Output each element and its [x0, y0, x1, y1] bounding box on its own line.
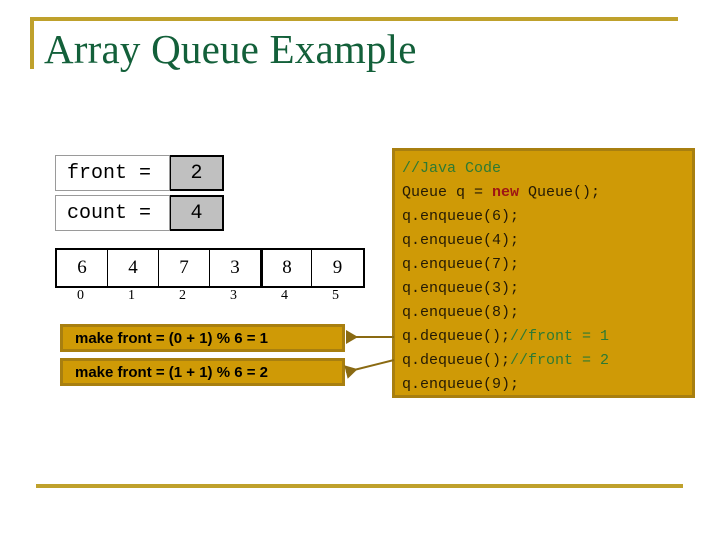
make-front-callout-1: make front = (0 + 1) % 6 = 1 — [60, 324, 345, 352]
array-cell: 9 — [312, 250, 363, 286]
array-index-label: 5 — [332, 288, 339, 303]
count-variable-value: 4 — [170, 195, 224, 231]
title-left-accent-rule — [30, 17, 34, 69]
array-index-label: 1 — [128, 288, 135, 303]
code-token-plain: q.dequeue(); — [402, 352, 511, 369]
front-variable-label: front = — [55, 155, 170, 191]
code-token-plain: q.enqueue(9); — [402, 376, 520, 393]
code-token-plain: q.enqueue(8); — [402, 304, 520, 321]
code-token-plain: Queue(); — [519, 184, 601, 201]
code-token-plain: q.dequeue(); — [402, 328, 511, 345]
code-token-plain: q.enqueue(4); — [402, 232, 520, 249]
code-line: q.dequeue();//front = 1 — [402, 325, 692, 349]
array-cell: 6 — [57, 250, 108, 286]
code-token-comment: //front = 1 — [510, 328, 610, 345]
code-token-plain: q.enqueue(7); — [402, 256, 520, 273]
code-line: q.enqueue(4); — [402, 229, 692, 253]
code-token-plain: Queue q = — [402, 184, 493, 201]
code-line: q.enqueue(3); — [402, 277, 692, 301]
array-index-label: 4 — [281, 288, 288, 303]
code-token-plain: q.enqueue(6); — [402, 208, 520, 225]
code-line: q.enqueue(9); — [402, 373, 692, 397]
make-front-callout-2: make front = (1 + 1) % 6 = 2 — [60, 358, 345, 386]
array-index-label: 0 — [77, 288, 84, 303]
array-index-label: 2 — [179, 288, 186, 303]
code-line: Queue q = new Queue(); — [402, 181, 692, 205]
array-cell: 7 — [159, 250, 210, 286]
code-token-plain: q.enqueue(3); — [402, 280, 520, 297]
title-top-rule — [30, 17, 678, 21]
array-index-strip: 0 1 2 3 4 5 — [55, 288, 361, 304]
front-variable-value: 2 — [170, 155, 224, 191]
array-strip: 6 4 7 3 8 9 — [55, 248, 365, 288]
array-cell: 3 — [210, 250, 261, 286]
array-cell: 8 — [261, 250, 312, 286]
code-line: q.enqueue(8); — [402, 301, 692, 325]
code-line: q.dequeue();//front = 2 — [402, 349, 692, 373]
code-token-comment: //front = 2 — [510, 352, 610, 369]
count-variable-label: count = — [55, 195, 170, 231]
front-variable-row: front = 2 — [55, 155, 224, 191]
code-line: //Java Code — [402, 157, 692, 181]
code-token-comment: //Java Code — [402, 160, 502, 177]
page-title: Array Queue Example — [44, 26, 417, 72]
count-variable-row: count = 4 — [55, 195, 224, 231]
arrow-dequeue-2 — [344, 359, 395, 379]
code-token-keyword: new — [492, 184, 520, 201]
array-index-label: 3 — [230, 288, 237, 303]
footer-rule — [36, 484, 683, 488]
array-cell: 4 — [108, 250, 159, 286]
code-line: q.enqueue(6); — [402, 205, 692, 229]
code-line: q.enqueue(7); — [402, 253, 692, 277]
